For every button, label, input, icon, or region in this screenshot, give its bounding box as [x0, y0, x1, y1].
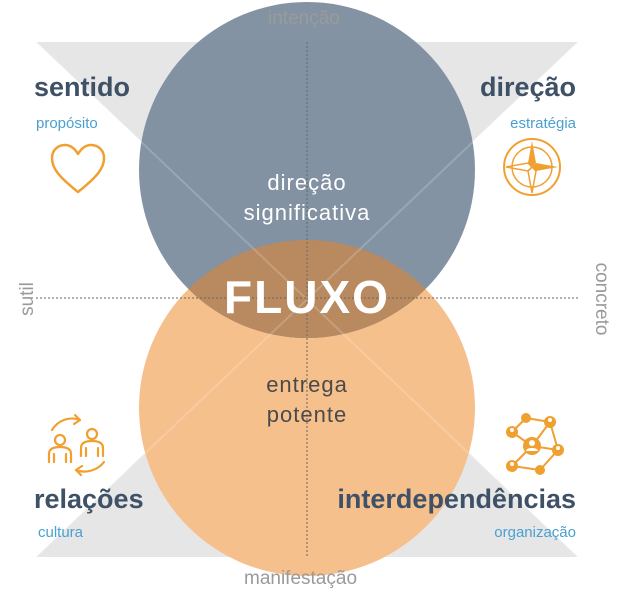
axis-label-right: concreto [591, 262, 612, 336]
corner-title-top-left: sentido [34, 72, 131, 102]
lower-circle-line2: potente [266, 402, 348, 427]
lower-circle-line1: entrega [266, 372, 348, 397]
upper-circle-line1: direção [267, 170, 347, 195]
corner-title-bottom-left: relações [34, 484, 144, 514]
corner-title-top-right: direção [479, 72, 576, 102]
axis-label-top: intenção [268, 8, 340, 29]
corner-subtitle-bottom-left: cultura [38, 524, 84, 541]
upper-circle-line2: significativa [243, 200, 371, 225]
axis-label-left: sutil [17, 282, 38, 316]
fluxo-label: FLUXO [224, 271, 390, 323]
corner-subtitle-bottom-right: organização [494, 524, 576, 541]
corner-title-bottom-right: interdependências [337, 484, 576, 514]
axis-label-bottom: manifestação [244, 568, 358, 589]
corner-subtitle-top-left: propósito [36, 115, 98, 132]
compass-icon [503, 138, 561, 196]
corner-subtitle-top-right: estratégia [510, 115, 576, 132]
people-cycle-icon [47, 413, 106, 476]
network-icon [506, 413, 564, 475]
heart-icon [50, 143, 106, 194]
